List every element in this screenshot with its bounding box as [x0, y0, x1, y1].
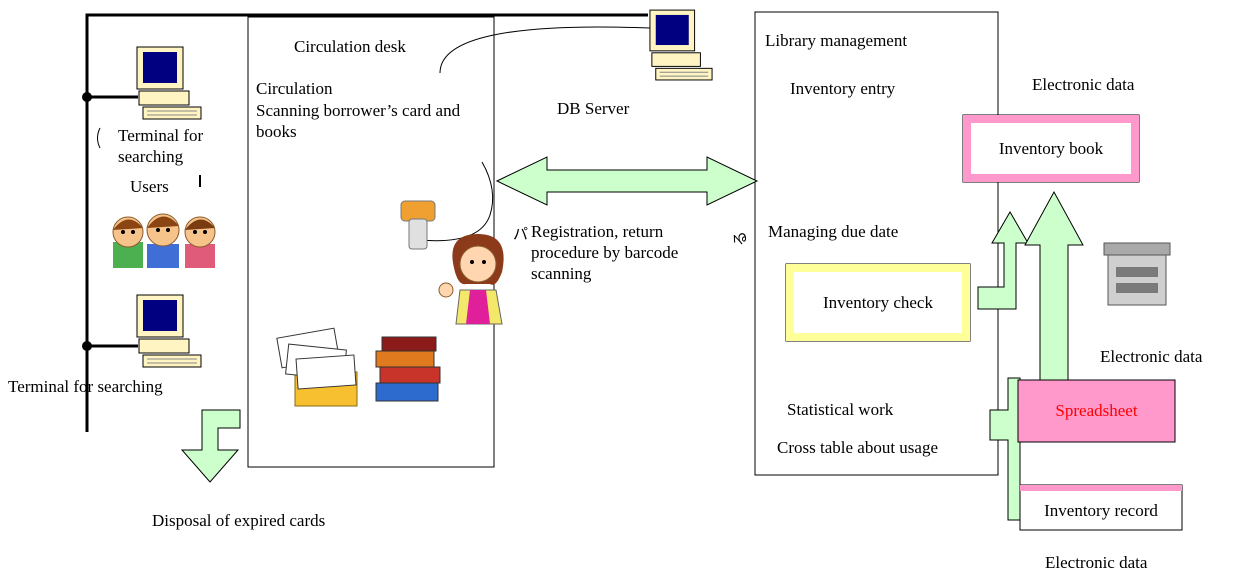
bracket-mark — [97, 127, 101, 149]
inventory-record-box — [1019, 484, 1183, 531]
double-arrow — [495, 156, 759, 206]
electronic-data-top-label: Electronic data — [1032, 75, 1135, 94]
inventory-record-border — [1020, 485, 1182, 491]
users-label: Users — [130, 177, 169, 196]
statistics-arrow — [989, 377, 1021, 521]
scanner-cable — [439, 26, 651, 74]
glyph-ru: る — [731, 230, 750, 247]
terminal-bottom-label: Terminal for searching — [8, 377, 163, 396]
circulation-sub-label: Circulation — [256, 79, 333, 98]
registration-label: Registration, return procedure by barcod… — [531, 222, 679, 283]
db-server-label: DB Server — [557, 99, 630, 118]
network-node-top — [82, 92, 92, 102]
computer-icon — [649, 9, 713, 81]
circulation-desk-title: Circulation desk — [294, 37, 406, 56]
electronic-data-middle-label: Electronic data — [1100, 347, 1203, 366]
glyph-pa: パ — [513, 225, 529, 243]
disposal-label: Disposal of expired cards — [152, 511, 326, 530]
scanner-cable-lower — [419, 161, 494, 242]
books-icon — [375, 336, 441, 402]
network-node-bottom — [82, 341, 92, 351]
scanning-label: Scanning borrower’s card and books — [256, 101, 461, 141]
inventory-check-arrow — [977, 211, 1029, 310]
inventory-record-text: Inventory record — [1044, 500, 1158, 520]
statistical-work-label: Statistical work — [787, 400, 894, 419]
cross-table-label: Cross table about usage — [777, 438, 938, 457]
network-line — [85, 13, 648, 432]
disposal-arrow — [180, 409, 241, 483]
spreadsheet-text: Spreadsheet — [1055, 401, 1138, 420]
children-icon — [112, 213, 216, 268]
inventory-book-border — [963, 115, 1139, 182]
cards-icon — [276, 327, 358, 407]
inventory-book-text: Inventory book — [998, 138, 1104, 158]
terminal-top-label: Terminal for searching — [118, 126, 204, 166]
spreadsheet-box — [1017, 379, 1176, 443]
copier-icon — [1103, 242, 1171, 306]
managing-due-date-label: Managing due date — [768, 222, 899, 241]
computer-icon — [136, 46, 202, 120]
library-management-title: Library management — [765, 31, 908, 50]
inventory-check-border — [786, 264, 970, 341]
librarian-icon — [438, 234, 504, 325]
inventory-entry-label: Inventory entry — [790, 79, 896, 98]
computer-icon — [136, 294, 202, 368]
spreadsheet-up-arrow — [1024, 190, 1084, 381]
electronic-data-bottom-label: Electronic data — [1045, 553, 1148, 572]
inventory-check-text: Inventory check — [823, 292, 933, 312]
barcode-scanner-icon — [400, 200, 436, 250]
